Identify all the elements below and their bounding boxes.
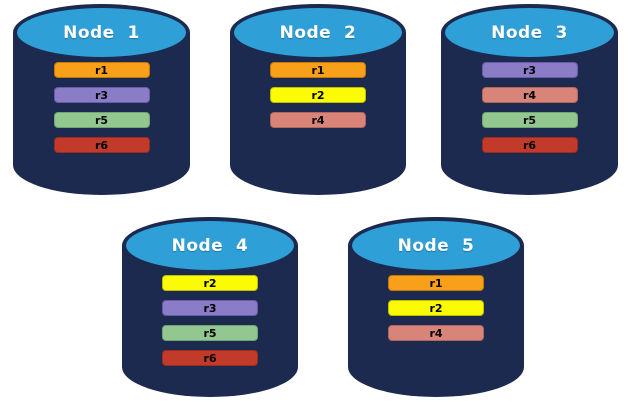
replica-bar-r5: r5 [162, 325, 258, 341]
replica-bar-r3: r3 [481, 62, 578, 78]
replica-list: r2 r3 r5 r6 [122, 275, 298, 366]
cylinder-top-ellipse: Node 1 [13, 4, 190, 61]
replica-bar-r1: r1 [388, 275, 484, 291]
node-4-cylinder: Node 4 r2 r3 r5 r6 [122, 217, 298, 397]
node-title: Node 4 [171, 235, 249, 256]
replica-bar-r2: r2 [162, 275, 258, 291]
replica-bar-r6: r6 [481, 137, 578, 153]
cylinder-top-ellipse: Node 3 [441, 4, 618, 61]
node-5-cylinder: Node 5 r1 r2 r4 [348, 217, 524, 397]
replica-list: r3 r4 r5 r6 [441, 62, 618, 153]
replica-bar-r1: r1 [53, 62, 150, 78]
replica-bar-r2: r2 [270, 87, 366, 103]
replica-bar-r4: r4 [388, 325, 484, 341]
replica-list: r1 r3 r5 r6 [13, 62, 190, 153]
replica-bar-r1: r1 [270, 62, 366, 78]
node-title: Node 3 [491, 22, 568, 43]
replica-bar-r5: r5 [53, 112, 150, 128]
cylinder-top-ellipse: Node 2 [230, 4, 406, 61]
node-title: Node 2 [279, 22, 357, 43]
replica-bar-r6: r6 [53, 137, 150, 153]
replica-bar-r5: r5 [481, 112, 578, 128]
cylinder-top-ellipse: Node 5 [348, 217, 524, 274]
replica-list: r1 r2 r4 [348, 275, 524, 341]
node-3-cylinder: Node 3 r3 r4 r5 r6 [441, 4, 618, 195]
replica-bar-r4: r4 [270, 112, 366, 128]
replica-bar-r2: r2 [388, 300, 484, 316]
node-title: Node 1 [63, 22, 140, 43]
replica-list: r1 r2 r4 [230, 62, 406, 128]
replica-bar-r3: r3 [162, 300, 258, 316]
node-title: Node 5 [397, 235, 475, 256]
replica-bar-r3: r3 [53, 87, 150, 103]
node-1-cylinder: Node 1 r1 r3 r5 r6 [13, 4, 190, 195]
node-2-cylinder: Node 2 r1 r2 r4 [230, 4, 406, 195]
cylinder-top-ellipse: Node 4 [122, 217, 298, 274]
replica-bar-r6: r6 [162, 350, 258, 366]
replica-bar-r4: r4 [481, 87, 578, 103]
